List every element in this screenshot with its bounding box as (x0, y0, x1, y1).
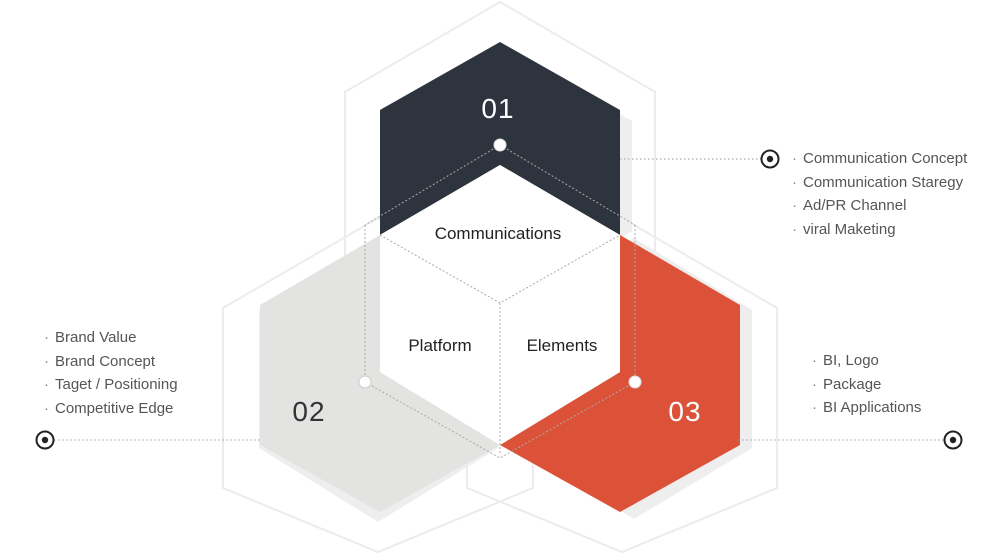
target-marker-icon (943, 430, 963, 450)
list-item: ·Ad/PR Channel (792, 197, 907, 214)
node-dot-icon (358, 375, 372, 389)
center-label-elements: Elements (527, 336, 598, 355)
center-label-platform: Platform (408, 336, 471, 355)
node-dots (358, 138, 642, 389)
list-item: ·Communication Concept (792, 150, 968, 167)
list-item: ·Taget / Positioning (44, 376, 178, 393)
target-marker-icon (35, 430, 55, 450)
cube-dotted-lines (364, 144, 636, 459)
communications-list: ·Communication Concept ·Communication St… (792, 147, 967, 241)
list-item: ·BI, Logo (812, 352, 879, 369)
platform-list: ·Brand Value ·Brand Concept ·Taget / Pos… (44, 326, 178, 420)
hexagon-03-number: 03 (668, 396, 701, 427)
callout-lines (54, 158, 944, 441)
list-item: ·Package (812, 375, 882, 393)
list-item: ·Competitive Edge (44, 399, 174, 417)
hexagon-02 (260, 235, 500, 512)
list-item: ·Brand Value (44, 329, 137, 346)
hexagon-03 (500, 235, 740, 512)
hexagon-01-number: 01 (481, 93, 514, 124)
hexagon-02-number: 02 (292, 396, 325, 427)
list-item: ·viral Maketing (792, 220, 896, 238)
node-dot-icon (628, 375, 642, 389)
target-marker-icon (760, 149, 780, 169)
node-dot-icon (493, 138, 507, 152)
list-item: ·Brand Concept (44, 352, 156, 370)
elements-list: ·BI, Logo ·Package ·BI Applications (812, 349, 921, 420)
center-label-communications: Communications (435, 224, 562, 243)
list-item: ·BI Applications (812, 399, 922, 416)
list-item: ·Communication Staregy (792, 173, 964, 191)
